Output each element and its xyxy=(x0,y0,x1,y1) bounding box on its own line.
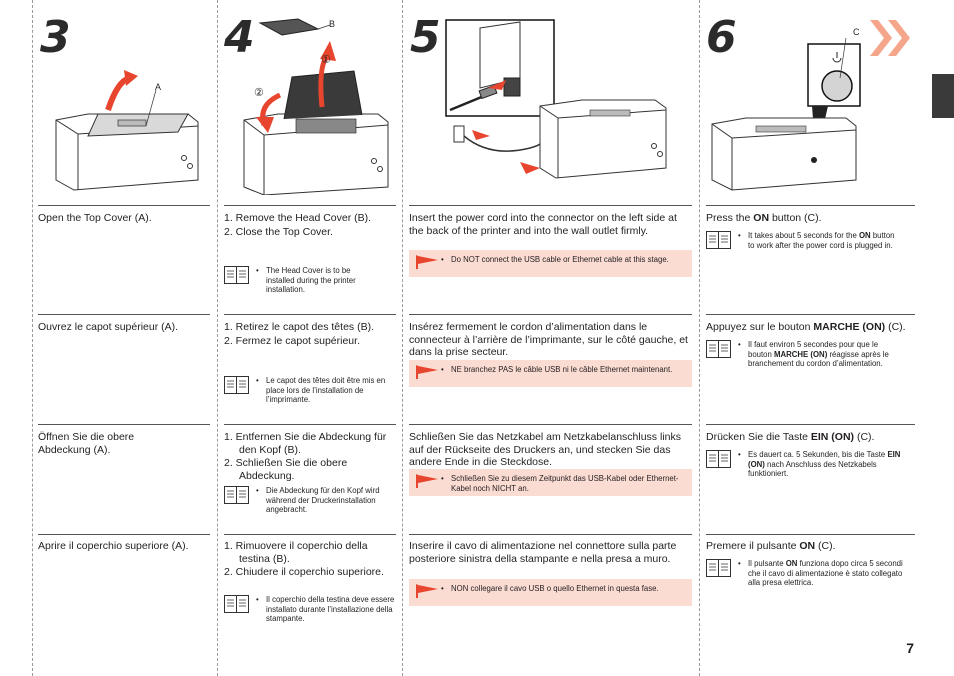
step6-text-it: Premere il pulsante ON (C). xyxy=(706,540,836,552)
step5-warning-it: NON collegare il cavo USB o quello Ether… xyxy=(409,579,692,606)
note-book-icon xyxy=(224,376,249,394)
step6-text-de: Drücken Sie die Taste EIN (ON) (C). xyxy=(706,431,875,443)
label-step-2: ② xyxy=(254,87,264,99)
step3-text-fr: Ouvrez le capot supérieur (A). xyxy=(38,321,179,333)
step4-item1-en: 1. Remove the Head Cover (B). xyxy=(224,212,372,224)
step4-note-de: Die Abdeckung für den Kopf wird während … xyxy=(224,486,396,522)
column-divider xyxy=(402,0,403,676)
note-book-icon xyxy=(706,559,731,577)
open-arrow-icon xyxy=(124,70,138,86)
warning-flag-icon xyxy=(416,255,438,269)
step6-note-en: It takes about 5 seconds for the ON butt… xyxy=(706,231,915,271)
step-number-6: 6 xyxy=(706,12,737,63)
note-book-icon xyxy=(706,450,731,468)
step4-block-de: 1. Entfernen Sie die Abdeckung für den K… xyxy=(224,431,396,483)
label-step-1: ① xyxy=(321,54,331,66)
step4-item1-fr: 1. Retirez le capot des têtes (B). xyxy=(224,321,374,333)
step5-text-de: Schließen Sie das Netzkabel am Netzkabel… xyxy=(409,431,681,469)
printer-illustration-head-cover xyxy=(243,18,389,195)
step4-item1-de: 1. Entfernen Sie die Abdeckung für den K… xyxy=(224,431,387,456)
note-book-icon xyxy=(706,340,731,358)
step-number-5: 5 xyxy=(410,12,441,63)
step4-block-it: 1. Rimuovere il coperchio della testina … xyxy=(224,540,396,580)
step3-text-it: Aprire il coperchio superiore (A). xyxy=(38,540,189,552)
step4-block-fr: 1. Retirez le capot des têtes (B).2. Fer… xyxy=(224,321,399,348)
step6-note-de: Es dauert ca. 5 Sekunden, bis die Taste … xyxy=(706,450,915,486)
column-divider xyxy=(699,0,700,676)
next-chevron-icon xyxy=(870,20,910,56)
on-button xyxy=(821,70,853,102)
step4-note-fr: Le capot des têtes doit être mis en plac… xyxy=(224,376,396,416)
step4-item2-en: 2. Close the Top Cover. xyxy=(224,225,333,238)
step6-note-it: Il pulsante ON funziona dopo circa 5 sec… xyxy=(706,559,915,595)
step4-item2-it: 2. Chiudere il coperchio superiore. xyxy=(224,566,384,579)
step-number-3: 3 xyxy=(40,12,71,63)
step4-item2-de: 2. Schließen Sie die obere Abdeckung. xyxy=(224,457,348,482)
step5-text-it: Inserire il cavo di alimentazione nel co… xyxy=(409,540,677,565)
warning-flag-icon xyxy=(416,584,438,598)
note-book-icon xyxy=(706,231,731,249)
step4-note-en: The Head Cover is to be installed during… xyxy=(224,266,396,306)
note-book-icon xyxy=(224,266,249,284)
warning-flag-icon xyxy=(416,474,438,488)
step-number-4: 4 xyxy=(224,12,255,63)
step4-note-it: Il coperchio della testina deve essere i… xyxy=(224,595,396,631)
warning-flag-icon xyxy=(416,365,438,379)
step4-item2-fr: 2. Fermez le capot supérieur. xyxy=(224,334,360,347)
step5-warning-de: Schließen Sie zu diesem Zeitpunkt das US… xyxy=(409,469,692,496)
step5-warning-en: Do NOT connect the USB cable or Ethernet… xyxy=(409,250,692,277)
column-divider xyxy=(32,0,33,676)
step4-item1-it: 1. Rimuovere il coperchio della testina … xyxy=(224,540,368,565)
power-button-illustration xyxy=(711,37,861,191)
step6-text-en: Press the ON button (C). xyxy=(706,212,822,224)
power-cord-illustration xyxy=(445,19,667,179)
step6-note-fr: Il faut environ 5 secondes pour que le b… xyxy=(706,340,915,384)
power-icon xyxy=(832,52,842,63)
label-c: C xyxy=(853,27,860,37)
step5-text-fr: Insérez fermement le cordon d’alimentati… xyxy=(409,321,688,359)
step6-text-fr: Appuyez sur le bouton MARCHE (ON) (C). xyxy=(706,321,906,333)
label-b: B xyxy=(329,19,336,29)
step3-text-de: Öffnen Sie die obere Abdeckung (A). xyxy=(38,431,135,456)
note-book-icon xyxy=(224,595,249,613)
column-divider xyxy=(217,0,218,676)
step3-text-en: Open the Top Cover (A). xyxy=(38,212,152,224)
page-number: 7 xyxy=(906,640,914,656)
step4-block-en: 1. Remove the Head Cover (B).2. Close th… xyxy=(224,212,396,239)
section-tab xyxy=(932,74,954,118)
label-a: A xyxy=(155,82,162,92)
note-book-icon xyxy=(224,486,249,504)
step5-warning-fr: NE branchez PAS le câble USB ni le câble… xyxy=(409,360,692,387)
printer-illustration-open-cover xyxy=(55,70,199,191)
step5-text-en: Insert the power cord into the connector… xyxy=(409,212,677,237)
